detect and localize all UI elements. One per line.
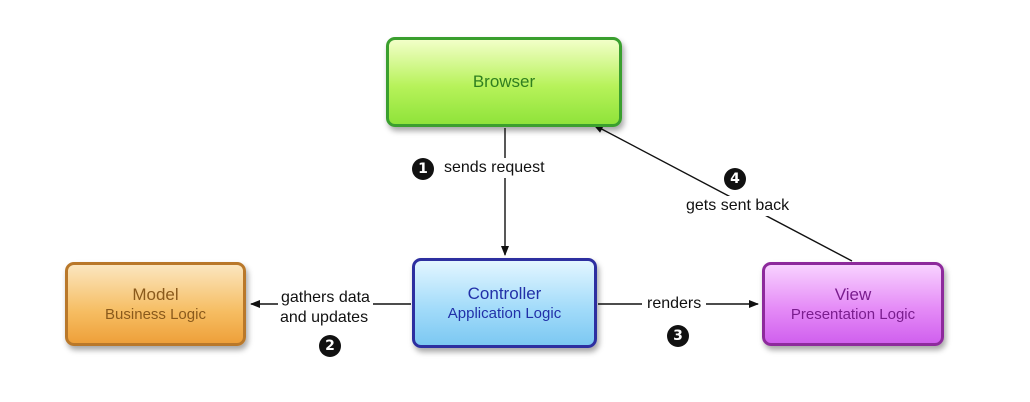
view-node: View Presentation Logic — [762, 262, 944, 346]
controller-title: Controller — [467, 283, 542, 303]
model-subtitle: Business Logic — [105, 305, 206, 323]
view-subtitle: Presentation Logic — [790, 305, 916, 323]
model-node: Model Business Logic — [65, 262, 246, 346]
gathers-data-label-line2: and updates — [280, 308, 369, 328]
gathers-data-label-line1: gathers data — [278, 288, 373, 308]
step-3-badge: 3 — [667, 325, 689, 347]
browser-title: Browser — [472, 72, 536, 91]
renders-label: renders — [642, 294, 707, 314]
gets-sent-back-label: gets sent back — [683, 196, 793, 216]
sends-request-label: sends request — [442, 158, 547, 178]
model-title: Model — [132, 284, 179, 304]
step-4-badge: 4 — [724, 168, 746, 190]
controller-node: Controller Application Logic — [412, 258, 597, 348]
edge-gets-sent-back — [593, 124, 853, 262]
view-title: View — [834, 284, 872, 304]
browser-node: Browser — [386, 37, 622, 127]
controller-subtitle: Application Logic — [447, 304, 562, 322]
step-2-badge: 2 — [319, 335, 341, 357]
step-1-badge: 1 — [412, 158, 434, 180]
